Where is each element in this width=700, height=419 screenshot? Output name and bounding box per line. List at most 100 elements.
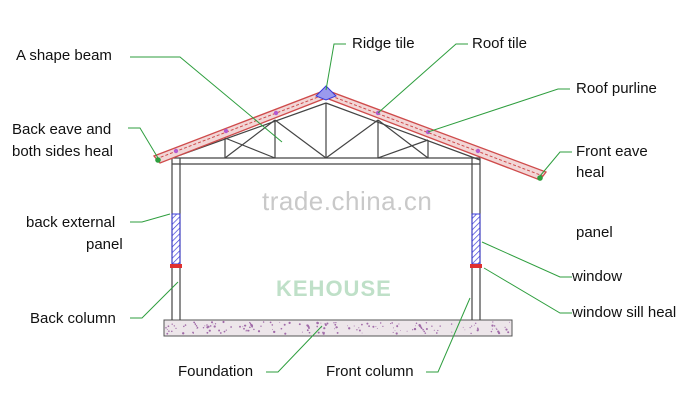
roof-purlins — [173, 110, 481, 154]
label-roof-purline: Roof purline — [576, 80, 657, 97]
front-eave-heal — [537, 175, 543, 181]
foundation-speckle — [471, 325, 473, 327]
foundation-speckle — [375, 326, 377, 328]
foundation-speckle — [392, 327, 394, 329]
foundation-speckle — [269, 321, 272, 324]
foundation-speckle — [242, 326, 244, 328]
foundation-speckle — [308, 331, 311, 334]
foundation-speckle — [470, 332, 472, 335]
foundation-speckle — [253, 328, 255, 331]
foundation-speckle — [171, 323, 173, 325]
foundation-speckle — [193, 322, 196, 324]
foundation-speckle — [272, 328, 274, 330]
foundation-speckle — [391, 322, 394, 324]
foundation-speckle — [419, 324, 422, 328]
foundation-speckle — [414, 325, 416, 327]
foundation-speckle — [435, 332, 438, 334]
foundation-speckle — [243, 327, 245, 330]
foundation-speckle — [361, 323, 363, 326]
foundation-speckle — [202, 326, 205, 329]
foundation-speckle — [411, 329, 414, 331]
foundation-speckle — [491, 324, 494, 327]
foundation-speckle — [257, 330, 261, 333]
foundation-speckle — [280, 327, 283, 330]
foundation-speckle — [492, 321, 494, 323]
foundation-speckle — [496, 328, 498, 330]
foundation-speckle — [204, 325, 206, 327]
foundation-speckle — [206, 324, 208, 326]
foundation-speckle — [334, 328, 336, 330]
foundation-speckle — [358, 329, 361, 332]
foundation-speckle — [379, 322, 382, 324]
foundation-speckle — [336, 326, 338, 329]
foundation-speckle — [495, 327, 497, 329]
foundation-speckle — [474, 322, 477, 325]
foundation-speckle — [424, 332, 427, 334]
foundation-speckle — [335, 321, 337, 324]
label-front-eave-line1: Front eave — [576, 143, 648, 160]
foundation-speckle — [394, 330, 396, 331]
foundation-speckle — [490, 330, 493, 333]
foundation-speckle — [307, 325, 310, 328]
foundation-speckle — [171, 330, 173, 333]
foundation-speckle — [260, 325, 262, 327]
foundation-speckle — [316, 325, 319, 328]
label-a-shape-beam: A shape beam — [16, 47, 112, 64]
foundation-speckle — [246, 330, 248, 332]
foundation-speckle — [323, 331, 325, 333]
foundation-speckle — [239, 325, 241, 328]
foundation-speckle — [507, 331, 510, 334]
foundation-speckle — [306, 329, 309, 332]
foundation-speckle — [279, 321, 281, 323]
back-window-sill — [170, 264, 182, 268]
label-foundation: Foundation — [178, 363, 254, 380]
foundation-speckle — [361, 332, 363, 334]
foundation-speckle — [196, 327, 198, 329]
label-front-column: Front column — [326, 363, 414, 380]
foundation-speckle — [175, 327, 177, 330]
foundation-speckle — [196, 325, 198, 327]
foundation-speckle — [415, 322, 418, 324]
front-window-panel — [471, 213, 481, 265]
foundation-speckle — [390, 323, 392, 325]
foundation-speckle — [206, 331, 209, 334]
foundation-speckle — [218, 329, 221, 332]
foundation-speckle — [368, 325, 370, 327]
foundation-speckle — [504, 326, 506, 328]
watermark-text: trade.china.cn — [262, 186, 433, 216]
foundation-speckle — [451, 331, 453, 333]
foundation-speckle — [168, 330, 170, 332]
label-front-panel: panel — [576, 224, 613, 241]
foundation-speckle — [284, 332, 287, 335]
foundation-speckle — [476, 329, 479, 332]
foundation-speckle — [212, 323, 214, 325]
foundation-speckle — [473, 324, 475, 326]
foundation-speckle — [413, 327, 417, 331]
foundation-speckle — [433, 329, 435, 331]
label-back-eave-line2: both sides heal — [12, 143, 113, 160]
foundation-speckle — [498, 332, 500, 334]
foundation-speckle — [316, 321, 319, 325]
foundation-speckle — [183, 325, 185, 328]
foundation-speckle — [262, 321, 265, 323]
foundation-speckle — [225, 329, 227, 331]
foundation-speckle — [207, 325, 210, 328]
foundation-speckle — [423, 330, 426, 333]
foundation-speckle — [250, 324, 254, 327]
foundation-speckle — [223, 330, 226, 333]
foundation-speckle — [462, 326, 464, 328]
label-front-eave-line2: heal — [576, 164, 605, 181]
foundation-speckle — [192, 332, 194, 334]
foundation-speckle — [195, 323, 197, 326]
label-back-eave-line1: Back eave and — [12, 121, 112, 138]
foundation-speckle — [197, 327, 199, 329]
foundation-speckle — [425, 327, 428, 331]
ceiling-beam — [172, 157, 480, 165]
foundation-speckle — [395, 332, 398, 335]
foundation-speckle — [320, 322, 322, 324]
leader-lines — [128, 43, 572, 373]
foundation-speckle — [317, 331, 320, 334]
foundation-speckle — [366, 322, 369, 325]
foundation-speckle — [437, 329, 439, 332]
foundation-speckle — [422, 328, 424, 331]
